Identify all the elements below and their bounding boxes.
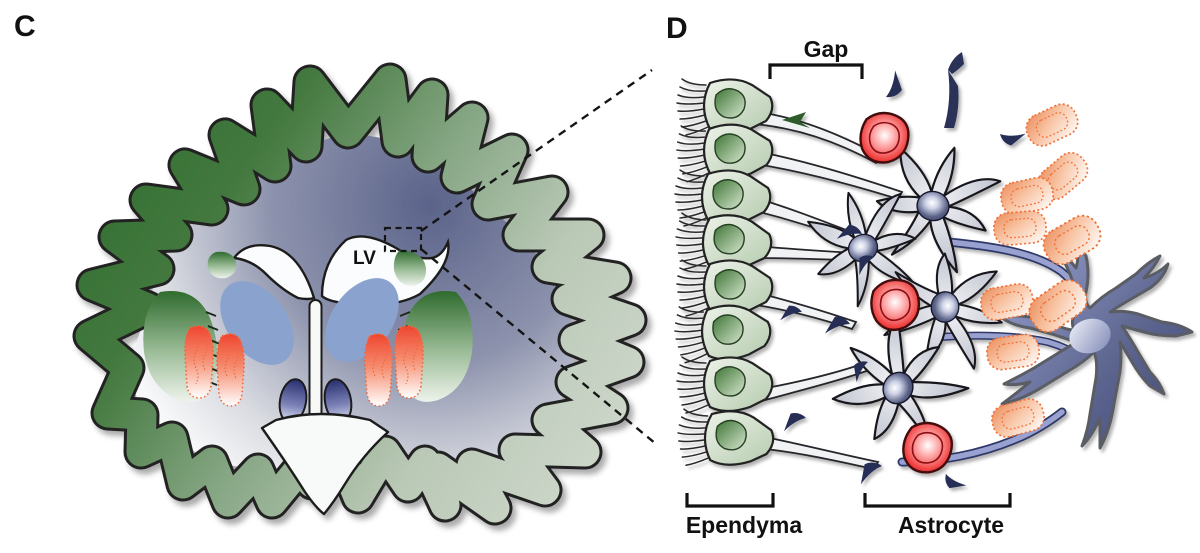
panel-d-label: D — [666, 12, 688, 45]
caudate-left — [207, 251, 237, 279]
gap-label: Gap — [803, 36, 849, 62]
ependyma-layer — [673, 77, 776, 470]
cellular-diagram — [673, 52, 1194, 494]
zoom-callout-line-upper — [420, 69, 653, 232]
degenerating-cell — [987, 394, 1049, 442]
degenerating-cell — [1020, 98, 1084, 152]
lateral-ventricle-label: LV — [353, 248, 376, 269]
ependymal-cell — [675, 407, 776, 470]
brain-coronal-section — [72, 62, 648, 526]
degenerating-cell — [997, 174, 1057, 218]
ependyma-bracket — [685, 493, 775, 508]
gap-bracket — [768, 63, 864, 79]
midbrain-outline — [260, 412, 390, 516]
ependymal-processes — [748, 111, 904, 471]
astrocyte-label: Astrocyte — [897, 512, 1005, 538]
ependymal-process-fork — [782, 112, 810, 128]
astrocyte-bracket — [863, 493, 1012, 508]
ependymal-cell — [675, 355, 774, 415]
zoom-callout-line-lower — [420, 248, 657, 445]
zoom-callout-box — [383, 226, 423, 253]
ependymal-cell — [673, 302, 773, 365]
zoom-callout — [383, 69, 657, 445]
globus-pallidus-left — [184, 325, 245, 407]
globus-pallidus-right — [364, 325, 424, 407]
cortex-ribbon — [72, 62, 648, 526]
caudate-right — [393, 250, 427, 286]
degenerating-cell — [991, 208, 1049, 248]
panel-c-label: C — [14, 10, 36, 43]
astrocyte-branch-top — [944, 52, 964, 128]
lateral-ventricle-left — [231, 244, 316, 301]
red-cell — [896, 416, 958, 480]
annotation-brackets — [685, 63, 1012, 508]
neuron — [1000, 240, 1194, 450]
neuron-nucleus — [1069, 318, 1111, 354]
ependyma-label: Ependyma — [685, 512, 803, 538]
